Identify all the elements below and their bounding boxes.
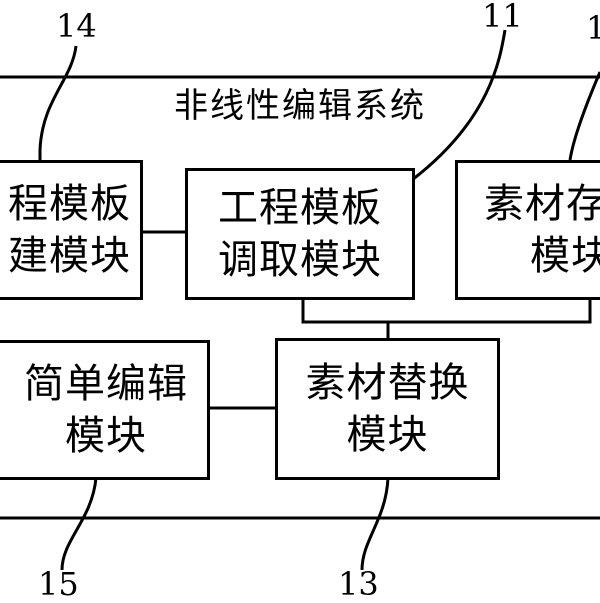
material-replace-label-1: 素材替换 bbox=[305, 360, 470, 406]
ref-numeral-13: 13 bbox=[338, 565, 379, 603]
leader-15 bbox=[60, 477, 98, 571]
leader-11 bbox=[411, 29, 507, 182]
simple-edit-label-1: 简单编辑 bbox=[24, 361, 188, 407]
template-fetch-label-1: 工程模板 bbox=[218, 185, 382, 231]
leader-13 bbox=[360, 477, 390, 571]
ref-numeral-15: 15 bbox=[38, 565, 79, 603]
leader-14 bbox=[38, 45, 78, 162]
template-fetch-label-2: 调取模块 bbox=[218, 237, 382, 283]
system-title: 非线性编辑系统 bbox=[174, 86, 426, 126]
simple-edit-module: 简单编辑 模块 bbox=[0, 340, 210, 480]
simple-edit-label-2: 模块 bbox=[65, 413, 147, 459]
material-replace-label-2: 模块 bbox=[346, 412, 429, 458]
ref-numeral-11: 11 bbox=[482, 0, 523, 35]
material-store-label-2: 模块 bbox=[530, 233, 600, 279]
template-fetch-module: 工程模板 调取模块 bbox=[185, 168, 415, 300]
system-frame bbox=[0, 75, 600, 520]
ref-numeral-1: 1 bbox=[586, 9, 600, 47]
template-create-label-1: 程模板 bbox=[8, 181, 131, 227]
template-create-label-2: 建模块 bbox=[8, 233, 131, 279]
ref-numeral-14: 14 bbox=[56, 7, 97, 45]
leader-1x bbox=[568, 71, 600, 161]
material-store-label-1: 素材存 bbox=[484, 181, 600, 227]
material-replace-module: 素材替换 模块 bbox=[275, 338, 500, 480]
connector-fetch-store-replace bbox=[301, 298, 592, 324]
template-create-module: 程模板 建模块 bbox=[0, 160, 143, 300]
material-store-module: 素材存 模块 bbox=[455, 160, 600, 300]
